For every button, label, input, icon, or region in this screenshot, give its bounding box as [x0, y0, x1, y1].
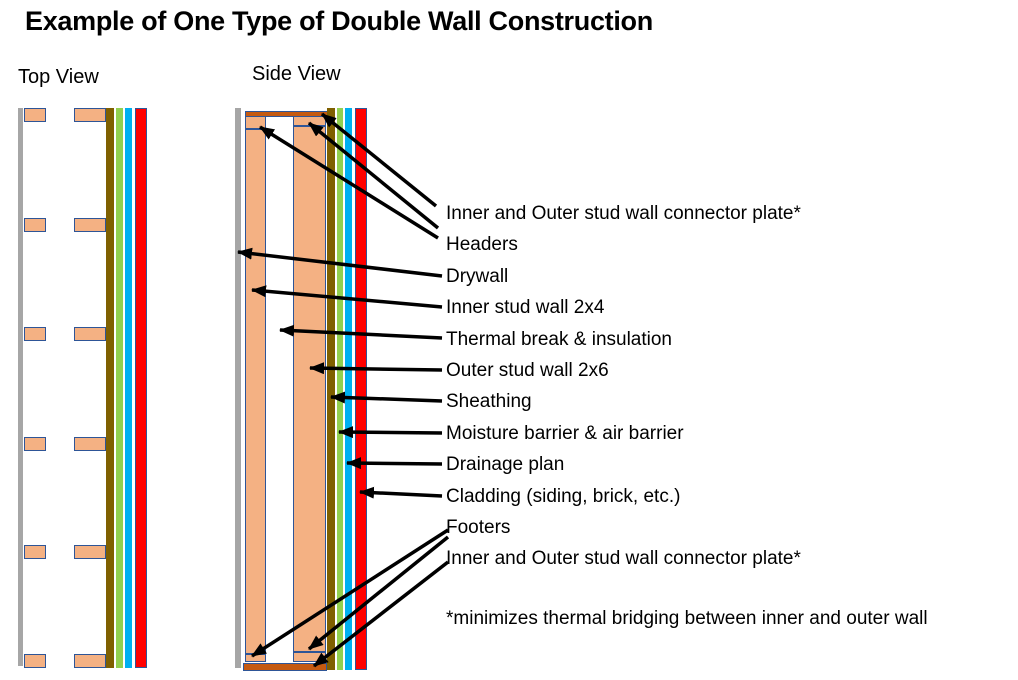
- side-footer-line-outer: [294, 651, 325, 653]
- top-drainage-layer: [125, 108, 132, 668]
- top-outer-stud: [74, 654, 106, 668]
- label-footers: Footers: [446, 517, 511, 538]
- top-view-label: Top View: [18, 66, 99, 88]
- top-outer-stud: [74, 327, 106, 341]
- top-outer-stud: [74, 218, 106, 232]
- side-header-line-outer: [294, 125, 325, 127]
- top-outer-stud: [74, 437, 106, 451]
- top-inner-stud: [24, 327, 46, 341]
- page-title: Example of One Type of Double Wall Const…: [25, 6, 653, 36]
- side-drainage-layer: [345, 108, 352, 670]
- side-view-label: Side View: [252, 63, 341, 85]
- side-outer-stud-wall: [293, 111, 326, 662]
- label-inner-stud-wall: Inner stud wall 2x4: [446, 297, 605, 318]
- side-inner-stud-wall: [245, 111, 266, 662]
- top-inner-stud: [24, 437, 46, 451]
- side-header-line-inner: [246, 128, 265, 130]
- label-drainage: Drainage plan: [446, 454, 565, 475]
- label-connector-plate-bottom: Inner and Outer stud wall connector plat…: [446, 548, 801, 569]
- side-top-connector-plate: [245, 111, 328, 117]
- side-footer-line-inner: [246, 653, 265, 655]
- label-sheathing: Sheathing: [446, 391, 532, 412]
- label-cladding: Cladding (siding, brick, etc.): [446, 486, 681, 507]
- top-drywall-layer: [18, 108, 23, 666]
- label-moisture-barrier: Moisture barrier & air barrier: [446, 423, 684, 444]
- side-drywall-layer: [235, 108, 241, 668]
- label-connector-plate-top: Inner and Outer stud wall connector plat…: [446, 203, 801, 224]
- label-thermal-break: Thermal break & insulation: [446, 329, 672, 350]
- top-cladding-layer: [135, 108, 147, 668]
- top-sheathing-layer: [106, 108, 114, 668]
- top-inner-stud: [24, 218, 46, 232]
- side-sheathing-layer: [327, 108, 335, 670]
- top-inner-stud: [24, 654, 46, 668]
- top-moisture-barrier-layer: [116, 108, 123, 668]
- footnote: *minimizes thermal bridging between inne…: [446, 608, 928, 629]
- side-bottom-connector-plate: [243, 663, 327, 671]
- side-moisture-barrier-layer: [337, 108, 343, 670]
- label-drywall: Drywall: [446, 266, 509, 287]
- top-outer-stud: [74, 108, 106, 122]
- label-headers: Headers: [446, 234, 518, 255]
- top-inner-stud: [24, 545, 46, 559]
- side-cladding-layer: [355, 108, 367, 670]
- arrow-cladding: [359, 486, 443, 499]
- top-outer-stud: [74, 545, 106, 559]
- top-inner-stud: [24, 108, 46, 122]
- label-outer-stud-wall: Outer stud wall 2x6: [446, 360, 609, 381]
